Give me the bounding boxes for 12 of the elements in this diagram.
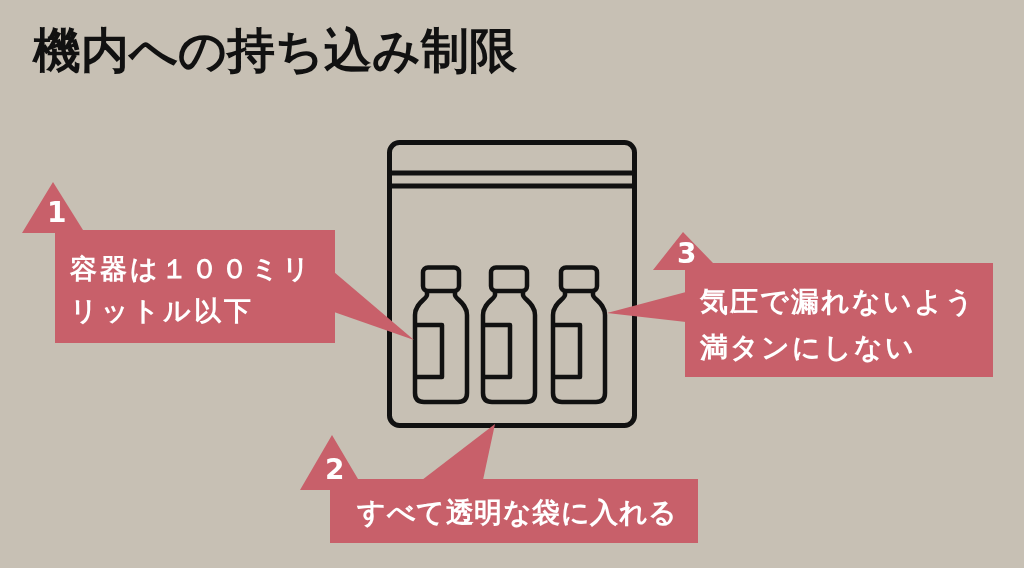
callout-tail xyxy=(422,424,495,480)
callout-text: すべて透明な袋に入れる xyxy=(357,495,679,531)
callout-number: 2 xyxy=(325,453,346,487)
callout-number: 1 xyxy=(47,196,68,230)
callout-number: 3 xyxy=(677,237,698,271)
callout-tail xyxy=(334,272,414,340)
callout-text: 気圧で漏れないよう満タンにしない xyxy=(700,284,977,366)
callout-bubble xyxy=(22,182,335,343)
title: 機内への持ち込み制限 xyxy=(33,22,517,78)
callout-bubble xyxy=(653,232,993,377)
callout-tail xyxy=(607,292,686,322)
callout-text: 容器は１００ミリリットル以下 xyxy=(70,252,314,328)
